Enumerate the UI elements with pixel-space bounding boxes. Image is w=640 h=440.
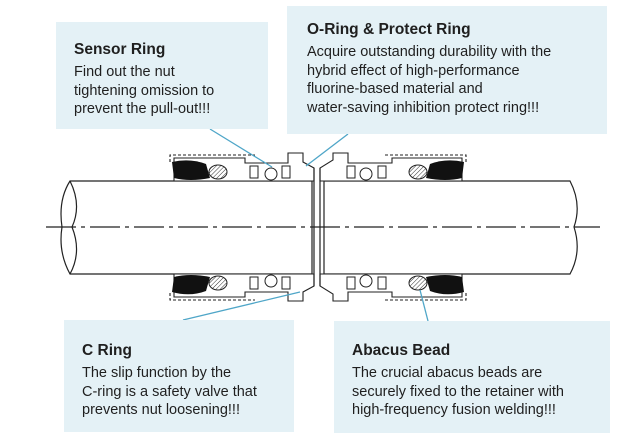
pipe-joint-gap bbox=[313, 168, 321, 286]
abacus-bead-text: The crucial abacus beads are securely fi… bbox=[352, 365, 564, 418]
leader-line-oring bbox=[305, 133, 349, 167]
abacus-bead-callout: Abacus Bead The crucial abacus beads are… bbox=[334, 321, 610, 433]
abacus-bead-upper bbox=[249, 165, 387, 181]
oring-title: O-Ring & Protect Ring bbox=[307, 21, 471, 38]
cring-callout: C Ring The slip function by the C-ring i… bbox=[64, 320, 294, 432]
oring-seal-upper bbox=[172, 160, 464, 180]
abacus-bead-title: Abacus Bead bbox=[352, 342, 451, 359]
abacus-bead-lower bbox=[249, 274, 387, 290]
oring-callout: O-Ring & Protect Ring Acquire outstandin… bbox=[287, 6, 607, 134]
oring-seal-lower bbox=[172, 275, 464, 295]
cring-title: C Ring bbox=[82, 342, 132, 359]
leader-line-sensor bbox=[209, 128, 273, 168]
sensor-ring-text: Find out the nut tightening omission to … bbox=[74, 64, 215, 117]
sensor-ring-title: Sensor Ring bbox=[74, 41, 166, 58]
cring-lower bbox=[208, 275, 428, 291]
oring-text: Acquire outstanding durability with the … bbox=[307, 44, 552, 116]
cring-text: The slip function by the C-ring is a saf… bbox=[82, 365, 257, 418]
leader-lines bbox=[182, 128, 429, 322]
sensor-ring-callout: Sensor Ring Find out the nut tightening … bbox=[56, 22, 268, 129]
cring-upper bbox=[208, 164, 428, 180]
leader-line-cring bbox=[182, 291, 301, 321]
leader-line-abacus bbox=[419, 289, 429, 322]
